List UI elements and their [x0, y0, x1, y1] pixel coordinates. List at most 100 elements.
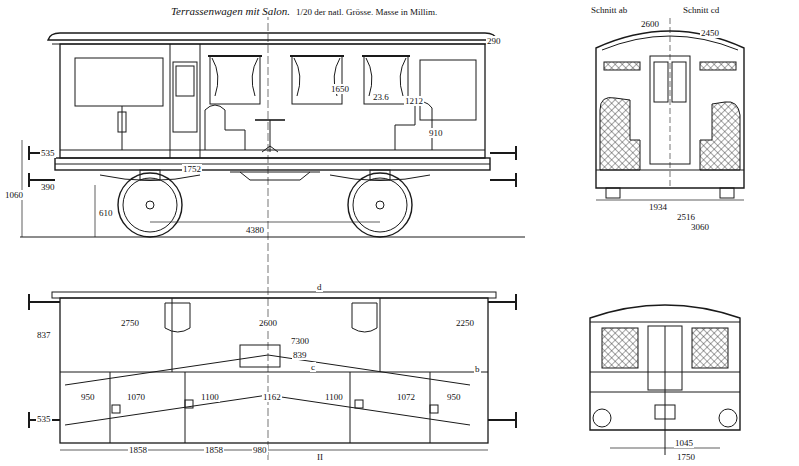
dimension-label: 2450 [700, 28, 720, 38]
dimension-label: 1060 [4, 190, 24, 200]
dimension-label: 23.6 [372, 92, 390, 102]
dimension-label: 1858 [128, 445, 148, 455]
side-view-part [290, 55, 344, 57]
side-view-part [122, 106, 123, 150]
side-view-part [515, 173, 517, 187]
dimension-label: 4380 [245, 225, 265, 235]
side-view-part [118, 173, 182, 237]
plan-view-part [52, 292, 496, 298]
cross-section-part [654, 62, 668, 102]
side-view-part [490, 152, 515, 154]
end-view-part [719, 409, 737, 427]
plan-view-part [515, 412, 517, 428]
end-view [590, 305, 740, 455]
dimension-label: 535 [40, 148, 56, 158]
plan-view-part [60, 298, 488, 443]
section-mark: II [316, 452, 324, 462]
drawing-title: Terrassenwagen mit Salon. [170, 5, 291, 17]
plan-view-part [60, 372, 488, 373]
plan-view-part [515, 294, 517, 310]
section-mark: Schnitt cd [682, 5, 720, 15]
side-view-part [146, 201, 154, 209]
end-view-part [590, 322, 740, 323]
plan-view-part [488, 301, 515, 303]
side-view-part [205, 105, 245, 150]
dimension-label: 290 [486, 36, 502, 46]
dimension-label: 2600 [258, 318, 278, 328]
side-view-part [200, 44, 201, 158]
side-view-part [28, 146, 30, 160]
side-view-part [362, 55, 410, 57]
side-view-part [173, 62, 197, 132]
section-mark: b [474, 364, 481, 374]
side-view-part [490, 179, 515, 181]
side-view-part [270, 120, 271, 152]
cross-section-part [700, 102, 740, 170]
side-view-part [255, 119, 285, 121]
dimension-label: 950 [80, 392, 96, 402]
side-view-part [230, 172, 320, 180]
end-view-part [655, 405, 675, 419]
scale-note: 1/20 der natl. Grösse. Masse in Millim. [295, 7, 438, 17]
plan-view-part [28, 294, 30, 310]
side-view-part [55, 164, 490, 165]
dimension-label: 1750 [676, 452, 696, 462]
side-view-part [348, 173, 412, 237]
dimension-label: 1100 [324, 392, 344, 402]
side-view-part [48, 33, 497, 40]
plan-view [29, 292, 516, 450]
end-view-part [665, 326, 666, 455]
side-view-part [30, 179, 55, 181]
dimension-label: 1162 [262, 392, 282, 402]
end-view-part [593, 409, 611, 427]
dimension-label: 1045 [674, 438, 694, 448]
side-view-part [75, 58, 163, 106]
cross-section-part [596, 170, 744, 171]
section-mark: c [310, 362, 316, 372]
dimension-label: 535 [36, 414, 52, 424]
plan-view-part [110, 372, 111, 443]
side-view-part [395, 102, 432, 150]
cross-section-part [650, 56, 690, 164]
side-view-part [176, 66, 194, 96]
dimension-label: 980 [252, 445, 268, 455]
end-view-part [602, 328, 638, 368]
dimension-label: 2250 [455, 318, 475, 328]
dimension-label: 610 [98, 208, 114, 218]
side-view-part [170, 44, 171, 158]
dimension-label: 7300 [290, 336, 310, 346]
dimension-label: 1212 [404, 96, 424, 106]
cross-section-part [600, 98, 640, 171]
side-view-part [55, 158, 490, 170]
side-view-part [123, 178, 177, 232]
end-view-part [610, 448, 720, 449]
plan-view-part [172, 298, 173, 372]
cross-section-part [606, 188, 620, 198]
section-mark: Schnitt ab [590, 5, 628, 15]
plan-view-part [352, 303, 377, 332]
side-view-part [20, 237, 525, 238]
plan-view-part [350, 372, 351, 443]
side-view-part [364, 56, 408, 104]
side-view-part [420, 60, 476, 120]
cross-section-part [604, 62, 640, 70]
dimension-label: 1072 [396, 392, 416, 402]
side-view-part [118, 112, 126, 132]
dimension-label: 839 [292, 350, 308, 360]
cross-section-part [720, 188, 734, 198]
side-view-part [515, 146, 517, 160]
side-view-part [60, 44, 485, 158]
cross-section-part [672, 62, 686, 102]
plan-view-part [355, 400, 363, 408]
side-view-part [28, 173, 30, 187]
dimension-label: 950 [446, 392, 462, 402]
dimension-label: 2600 [640, 19, 660, 29]
dimension-label: 837 [36, 330, 52, 340]
dimension-label: 1070 [126, 392, 146, 402]
dimension-label: 1752 [182, 164, 202, 174]
cross-section [596, 18, 744, 200]
cross-section-part [700, 62, 736, 70]
dimension-label: 2750 [120, 318, 140, 328]
cross-section-part [670, 18, 671, 188]
side-view-part [60, 150, 485, 151]
